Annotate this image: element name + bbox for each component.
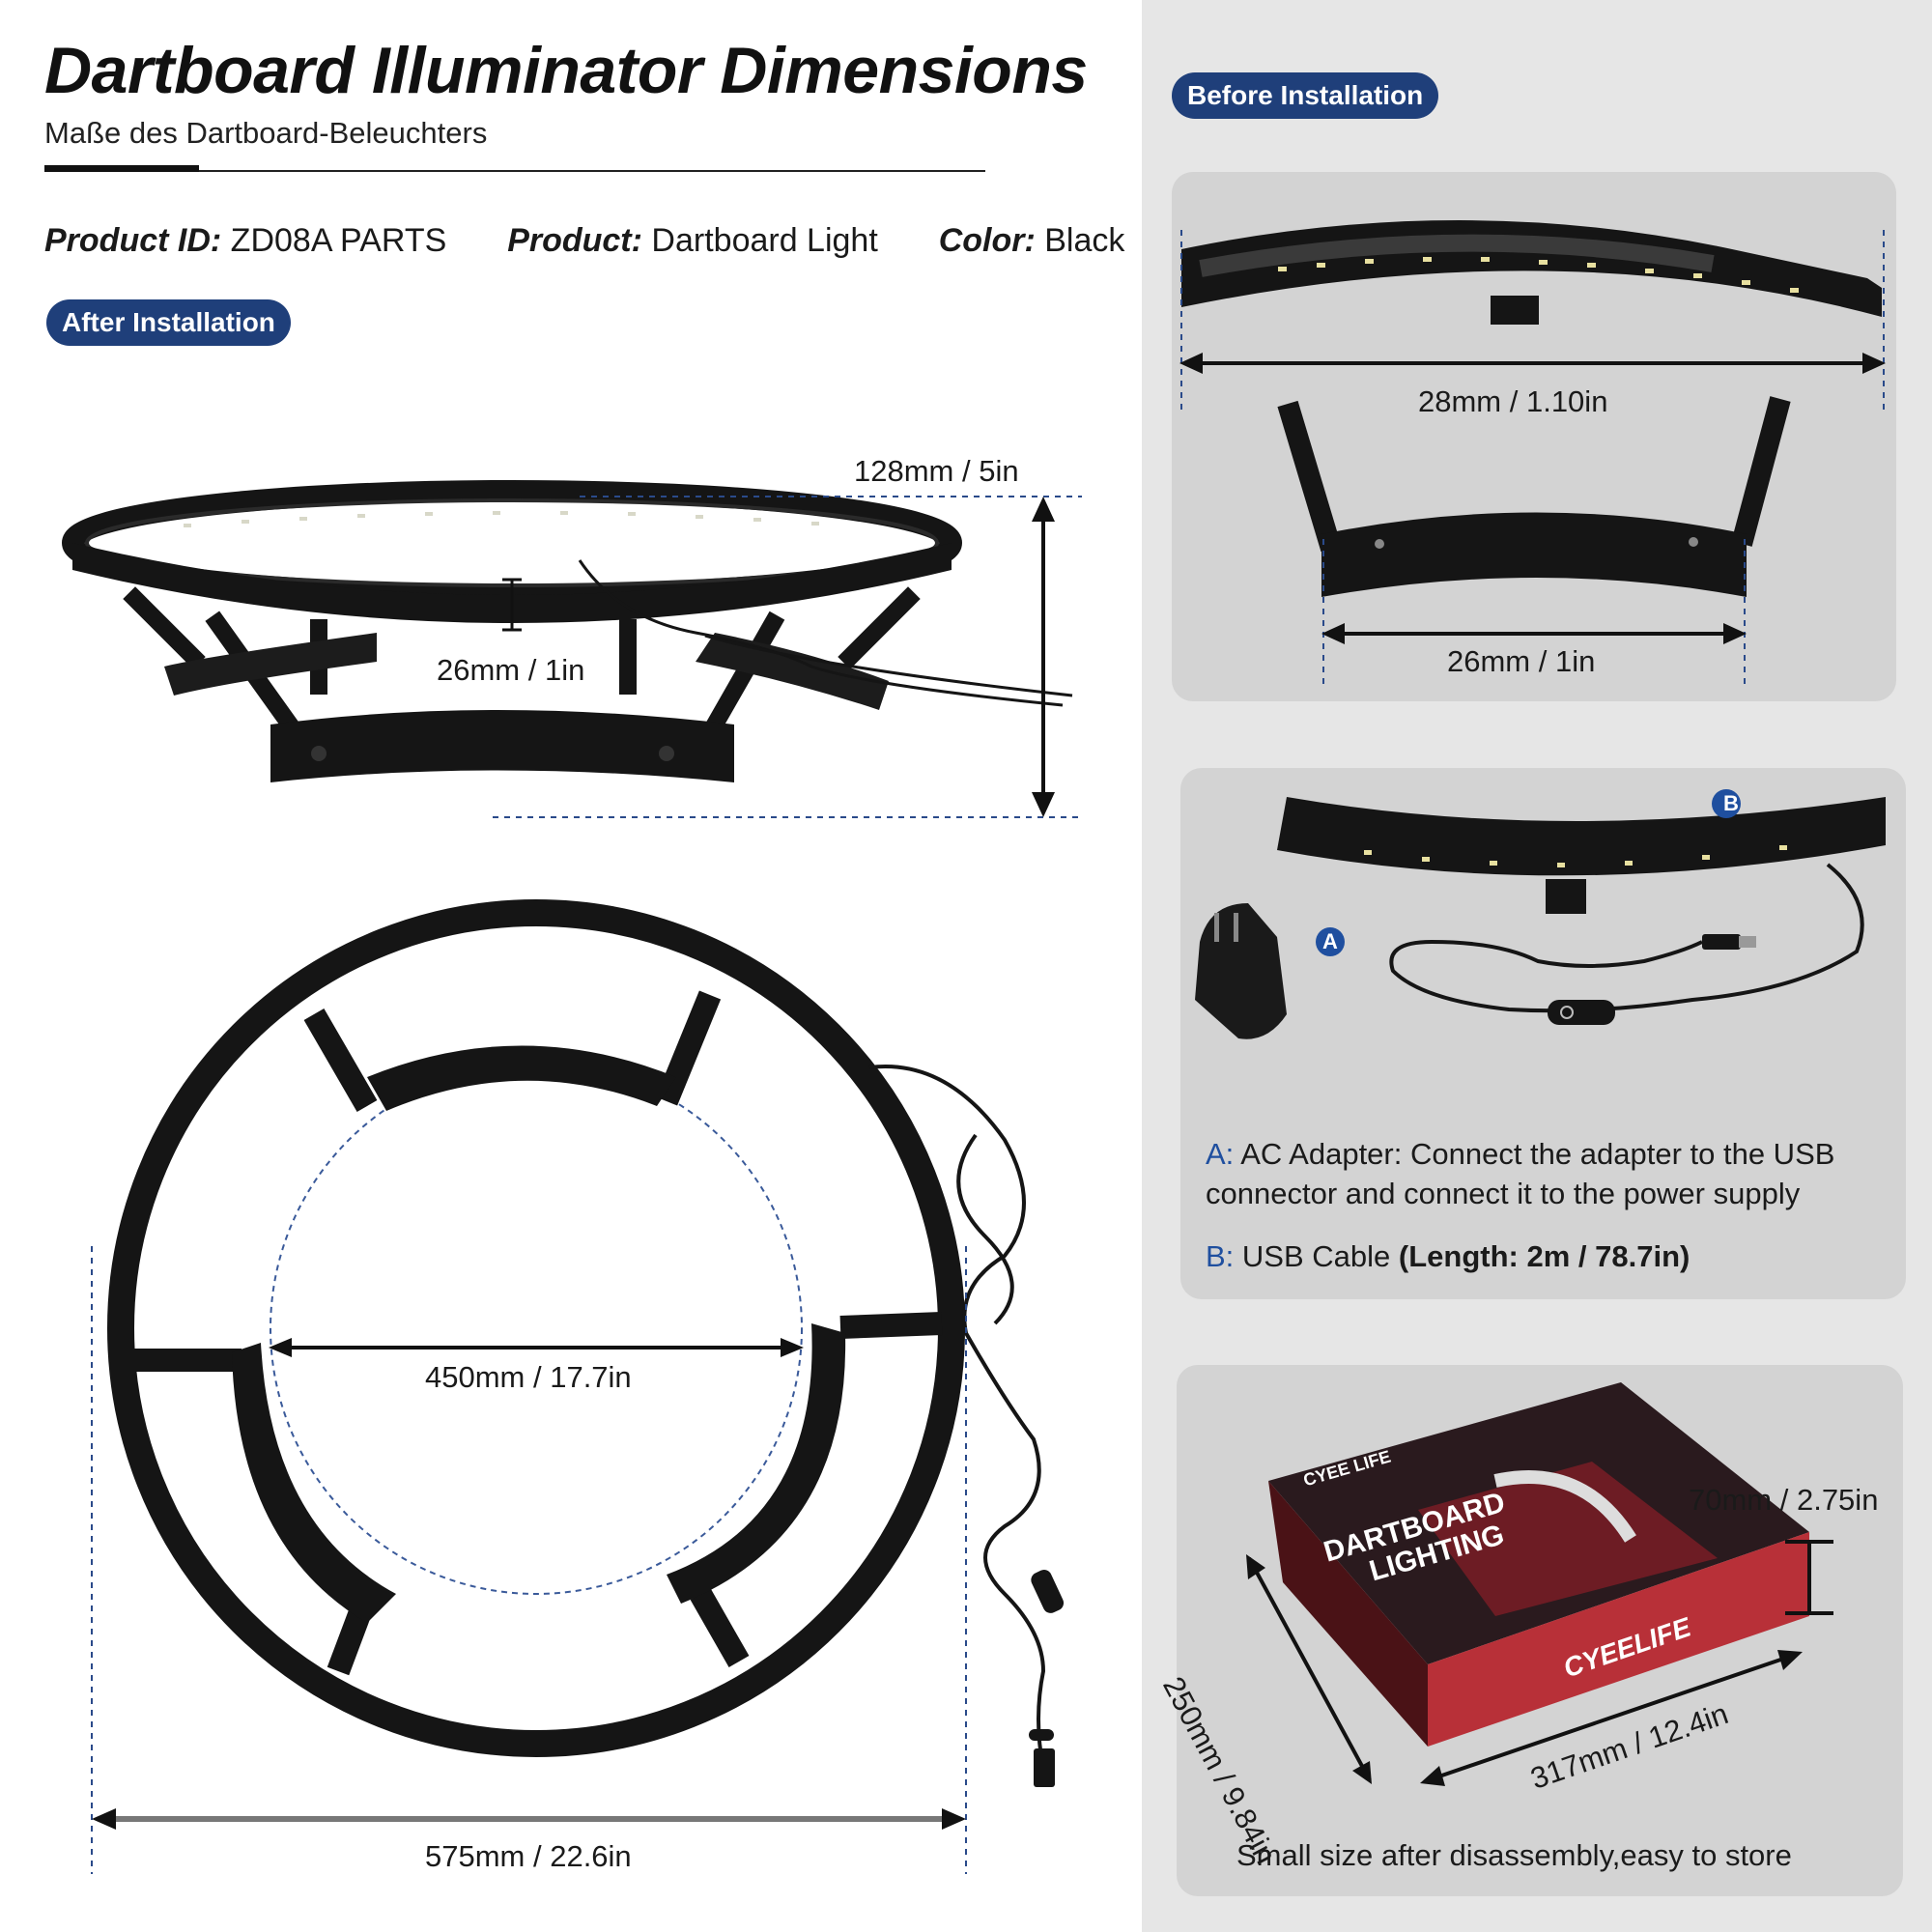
installed-ring-side-view — [62, 480, 1082, 818]
color-label: Color: — [938, 222, 1036, 259]
note-a-text-line2: connector and connect it to the power su… — [1206, 1177, 1801, 1210]
adapter-and-cable-illustration — [1195, 789, 1886, 1039]
after-installation-badge: After Installation — [46, 299, 291, 346]
outer-diameter-label: 575mm / 22.6in — [425, 1839, 632, 1873]
storage-caption: Small size after disassembly,easy to sto… — [1236, 1838, 1792, 1872]
note-b-text: USB Cable — [1241, 1239, 1391, 1273]
title-divider — [44, 170, 985, 172]
color-value: Black — [1044, 222, 1125, 259]
height-dimension-label: 128mm / 5in — [854, 454, 1019, 488]
badge-a: A — [1322, 929, 1338, 953]
note-b: B: USB Cable (Length: 2m / 78.7in) — [1206, 1236, 1891, 1276]
spec-line: Product ID: ZD08A PARTS Product: Dartboa… — [44, 222, 1124, 260]
badge-b: B — [1723, 791, 1739, 815]
page-subtitle: Maße des Dartboard-Beleuchters — [44, 116, 488, 150]
product-label: Product: — [507, 222, 642, 259]
packaging-box-illustration — [1246, 1382, 1833, 1786]
inner-diameter-label: 450mm / 17.7in — [425, 1360, 632, 1394]
product-value: Dartboard Light — [651, 222, 878, 259]
product-id-value: ZD08A PARTS — [230, 222, 447, 259]
box-height-label: 70mm / 2.75in — [1689, 1483, 1879, 1517]
note-b-length: (Length: 2m / 78.7in) — [1398, 1239, 1690, 1273]
note-b-label: B: — [1206, 1239, 1235, 1273]
note-a-label: A: — [1206, 1137, 1235, 1171]
strip-width-label: 28mm / 1.10in — [1418, 384, 1608, 418]
bracket-dimension-label: 26mm / 1in — [437, 653, 585, 687]
note-a-text-line1: AC Adapter: Connect the adapter to the U… — [1240, 1137, 1835, 1171]
product-id-label: Product ID: — [44, 222, 222, 259]
light-strip-and-bracket-illustration — [1179, 220, 1886, 684]
before-installation-badge: Before Installation — [1172, 72, 1439, 119]
page-title: Dartboard Illuminator Dimensions — [44, 34, 1088, 107]
title-divider-accent — [44, 165, 199, 172]
accessory-notes: A: AC Adapter: Connect the adapter to th… — [1206, 1134, 1891, 1276]
installed-ring-top-view — [91, 899, 1065, 1874]
bracket-width-label: 26mm / 1in — [1447, 644, 1596, 678]
note-a: A: AC Adapter: Connect the adapter to th… — [1206, 1134, 1891, 1213]
